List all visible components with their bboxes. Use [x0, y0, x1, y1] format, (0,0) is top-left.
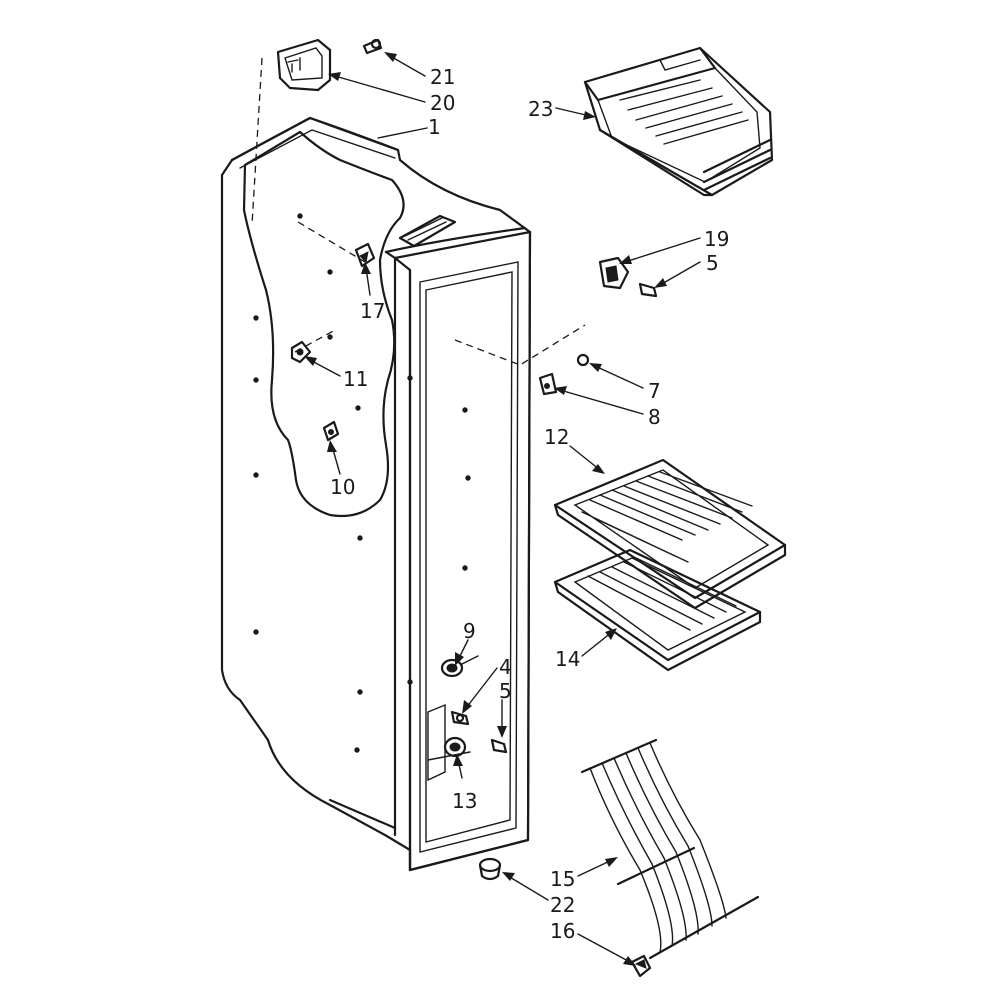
ice-bin-icon	[583, 46, 774, 197]
screw-icon	[362, 38, 383, 55]
shelf-support-icon	[354, 242, 376, 268]
callout-5-upper: 5	[706, 251, 719, 275]
callout-21: 21	[430, 65, 455, 89]
callout-22: 22	[550, 893, 575, 917]
clip-icon	[450, 710, 470, 726]
callout-10: 10	[330, 475, 355, 499]
bracket-icon	[598, 256, 630, 290]
callout-14: 14	[555, 647, 580, 671]
shelf-icon	[553, 458, 787, 610]
callout-19: 19	[704, 227, 729, 251]
callout-12: 12	[544, 425, 569, 449]
callout-16: 16	[550, 919, 575, 943]
callout-15: 15	[550, 867, 575, 891]
shelf-icon	[553, 548, 762, 672]
plug-icon	[478, 857, 502, 881]
callout-8: 8	[648, 405, 661, 429]
fastener-icon	[443, 736, 467, 758]
fastener-icon	[440, 655, 479, 678]
callout-23: 23	[528, 97, 553, 121]
callout-20: 20	[430, 91, 455, 115]
callout-7: 7	[648, 379, 661, 403]
callout-4: 4	[499, 655, 512, 679]
callout-9: 9	[463, 619, 476, 643]
callout-5-lower: 5	[499, 679, 512, 703]
bracket-icon	[276, 38, 332, 92]
wire-basket-icon	[580, 738, 760, 960]
nut-icon	[576, 353, 590, 367]
screw-icon	[638, 282, 658, 298]
basket-stop-icon	[630, 954, 652, 978]
screw-icon	[490, 738, 508, 754]
callout-1: 1	[428, 115, 441, 139]
bracket-icon	[538, 372, 558, 396]
leader-lines	[304, 52, 701, 966]
callout-13: 13	[452, 789, 477, 813]
callout-17: 17	[360, 299, 385, 323]
freezer-liner-icon	[220, 116, 532, 872]
callout-11: 11	[343, 367, 368, 391]
shelf-support-icon	[322, 420, 340, 442]
